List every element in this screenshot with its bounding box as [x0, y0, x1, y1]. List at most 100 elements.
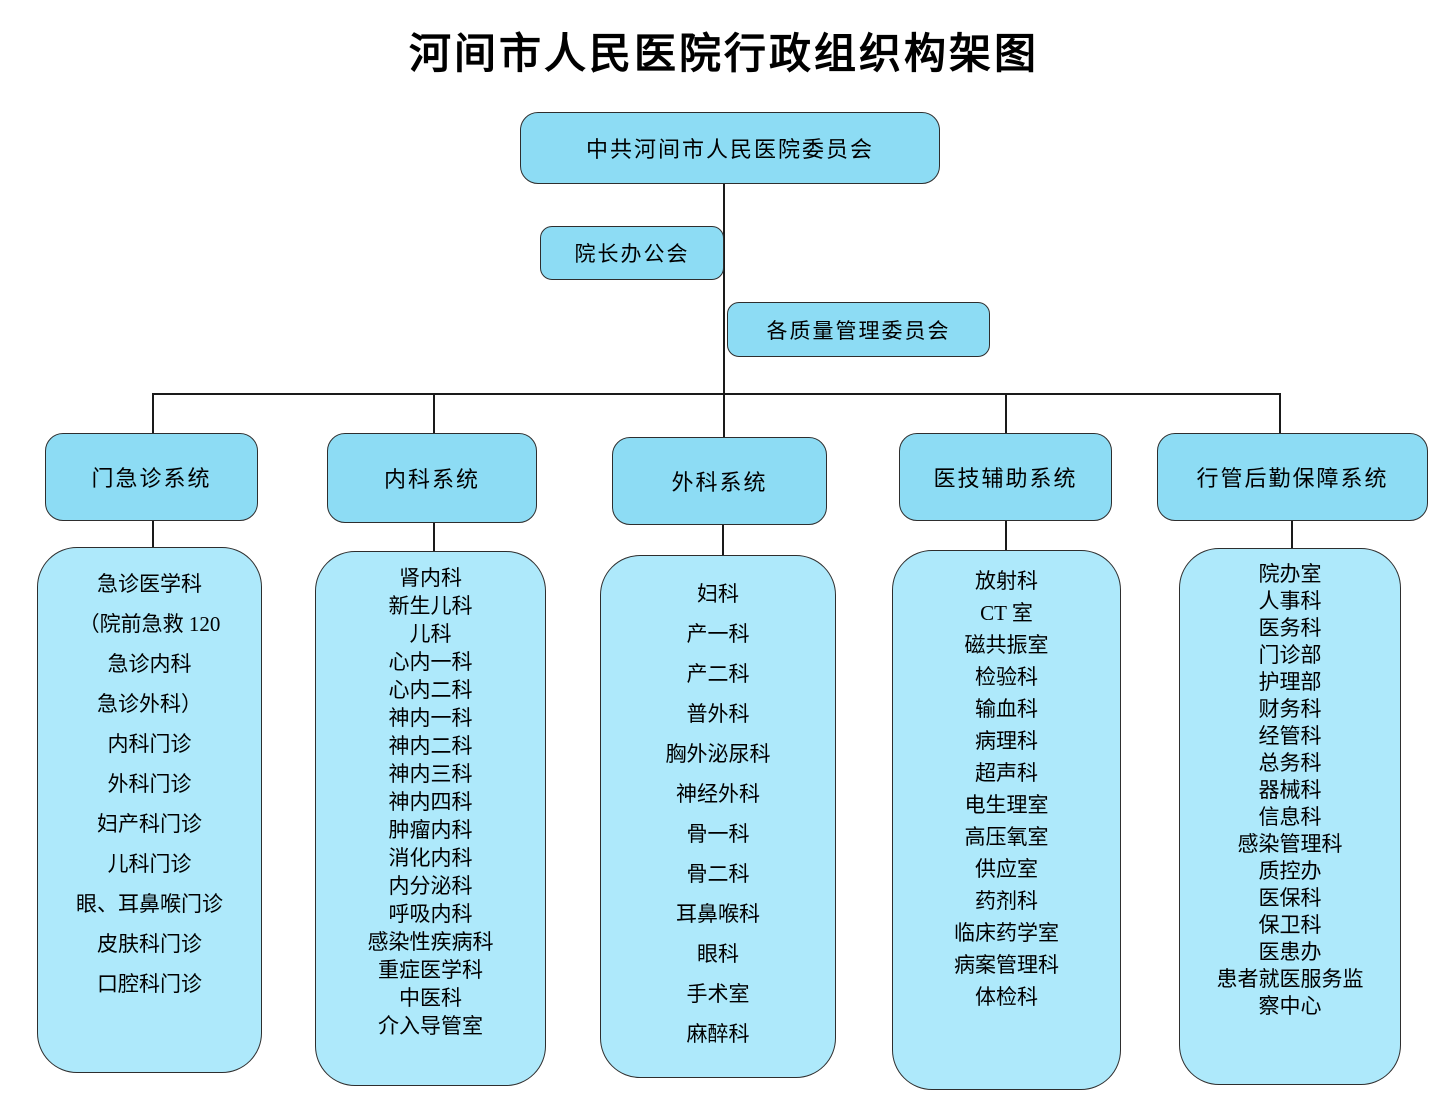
connector-stub-branch-2-top [433, 393, 435, 433]
list-item: 内分泌科 [388, 874, 473, 898]
node-quality-committees-label: 各质量管理委员会 [766, 318, 951, 343]
branch-header-surgery: 外科系统 [612, 437, 827, 525]
list-item: 内科门诊 [107, 732, 192, 756]
list-item: 院办室 [1258, 562, 1322, 586]
connector-line-horizontal [152, 393, 1281, 395]
list-item: 病案管理科 [954, 953, 1059, 977]
list-item: 口腔科门诊 [97, 972, 202, 996]
list-item: 病理科 [975, 729, 1038, 753]
branch-list-admin-logistics: 院办室人事科医务科门诊部护理部财务科经管科总务科器械科信息科感染管理科质控办医保… [1179, 548, 1401, 1085]
list-item: 介入导管室 [378, 1014, 483, 1038]
list-item: 眼、耳鼻喉门诊 [76, 892, 223, 916]
list-item: 心内二科 [388, 678, 473, 702]
connector-line-vertical-main [723, 184, 725, 437]
node-party-committee-label: 中共河间市人民医院委员会 [585, 137, 874, 162]
list-item: 神经外科 [676, 782, 760, 806]
list-item: 心内一科 [388, 650, 473, 674]
list-item: 体检科 [975, 985, 1038, 1009]
list-item: 神内二科 [388, 734, 473, 758]
list-item: 神内四科 [388, 790, 473, 814]
branch-header-label: 外科系统 [671, 470, 768, 495]
branch-list-outpatient-emergency: 急诊医学科 （院前急救 120 急诊内科急诊外科） 内科门诊外科门诊妇产科门诊儿科门诊… [37, 547, 262, 1073]
branch-header-label: 内科系统 [383, 467, 480, 492]
connector-stub-branch-1-top [152, 393, 154, 433]
branch-header-label: 门急诊系统 [91, 466, 212, 491]
list-item: 肾内科 [399, 566, 462, 590]
list-item: 外科门诊 [107, 772, 192, 796]
list-item: （院前急救 120 [78, 612, 221, 636]
list-item: 消化内科 [388, 846, 473, 870]
list-item: 总务科 [1258, 751, 1322, 775]
list-item: 眼科 [697, 942, 739, 966]
list-item: 中医科 [399, 986, 462, 1010]
node-quality-committees: 各质量管理委员会 [727, 302, 990, 357]
list-item: 皮肤科门诊 [97, 932, 202, 956]
list-item: 神内三科 [388, 762, 473, 786]
node-dean-office-label: 院长办公会 [574, 242, 690, 266]
list-item: 供应室 [975, 857, 1038, 881]
list-item: 新生儿科 [388, 594, 473, 618]
branch-header-admin-logistics: 行管后勤保障系统 [1157, 433, 1428, 521]
list-item: 骨二科 [686, 862, 750, 886]
node-dean-office: 院长办公会 [540, 226, 724, 280]
list-item: 普外科 [686, 702, 750, 726]
list-item: 产一科 [686, 622, 750, 646]
branch-header-label: 行管后勤保障系统 [1196, 466, 1389, 491]
list-item: 检验科 [975, 665, 1038, 689]
node-party-committee: 中共河间市人民医院委员会 [520, 112, 940, 184]
list-item: 产二科 [686, 662, 750, 686]
list-item: 经管科 [1258, 724, 1322, 748]
list-item: 呼吸内科 [388, 902, 473, 926]
list-item: 急诊外科） [97, 692, 202, 716]
list-item: 重症医学科 [378, 958, 483, 982]
list-item: 感染管理科 [1237, 832, 1343, 856]
connector-stub-branch-5-top [1279, 393, 1281, 433]
list-item: 妇产科门诊 [97, 812, 202, 836]
branch-list-internal-medicine: 肾内科新生儿科儿科心内一科心内二科神内一科神内二科神内三科神内四科肿瘤内科消化内… [315, 551, 546, 1086]
list-item: 保卫科 [1258, 913, 1322, 937]
list-item: 临床药学室 [954, 921, 1059, 945]
list-item: 手术室 [686, 982, 750, 1006]
list-item: 急诊医学科 [97, 572, 202, 596]
connector-stub-branch-3-bottom [722, 524, 724, 555]
list-item: 电生理室 [964, 793, 1049, 817]
list-item: 磁共振室 [964, 633, 1049, 657]
list-item: 医患办 [1258, 940, 1322, 964]
connector-stub-branch-5-bottom [1291, 520, 1293, 548]
list-item: 超声科 [975, 761, 1038, 785]
list-item: 急诊内科 [107, 652, 192, 676]
list-item: 财务科 [1258, 697, 1322, 721]
list-item: 胸外泌尿科 [665, 742, 771, 766]
page-title: 河间市人民医院行政组织构架图 [408, 32, 1039, 78]
list-item: 门诊部 [1258, 643, 1322, 667]
branch-header-label: 医技辅助系统 [933, 466, 1078, 491]
branch-list-surgery: 妇科产一科产二科普外科胸外泌尿科神经外科骨一科骨二科耳鼻喉科眼科手术室麻醉科 [600, 555, 836, 1078]
list-item: 护理部 [1258, 670, 1322, 694]
list-item: 麻醉科 [686, 1022, 750, 1046]
list-item: 患者就医服务监察中心 [1216, 967, 1364, 1018]
branch-header-internal-medicine: 内科系统 [327, 433, 537, 523]
list-item: 医务科 [1258, 616, 1322, 640]
connector-stub-branch-2-bottom [433, 522, 435, 551]
list-item: 儿科 [409, 622, 452, 646]
list-item: 耳鼻喉科 [676, 902, 760, 926]
list-item: 神内一科 [388, 706, 473, 730]
connector-stub-branch-1-bottom [152, 520, 154, 547]
list-item: 妇科 [697, 582, 739, 606]
connector-stub-branch-4-top [1005, 393, 1007, 433]
branch-header-medical-technology: 医技辅助系统 [899, 433, 1112, 521]
list-item: 高压氧室 [964, 825, 1049, 849]
list-item: 儿科门诊 [107, 852, 192, 876]
branch-header-outpatient-emergency: 门急诊系统 [45, 433, 258, 521]
list-item: 器械科 [1258, 778, 1322, 802]
list-item: 感染性疾病科 [367, 930, 494, 954]
list-item: 人事科 [1258, 589, 1322, 613]
list-item: 骨一科 [686, 822, 750, 846]
list-item: 医保科 [1258, 886, 1322, 910]
list-item: 质控办 [1258, 859, 1322, 883]
list-item: 肿瘤内科 [388, 818, 473, 842]
list-item: 信息科 [1258, 805, 1322, 829]
list-item: 药剂科 [975, 889, 1038, 913]
